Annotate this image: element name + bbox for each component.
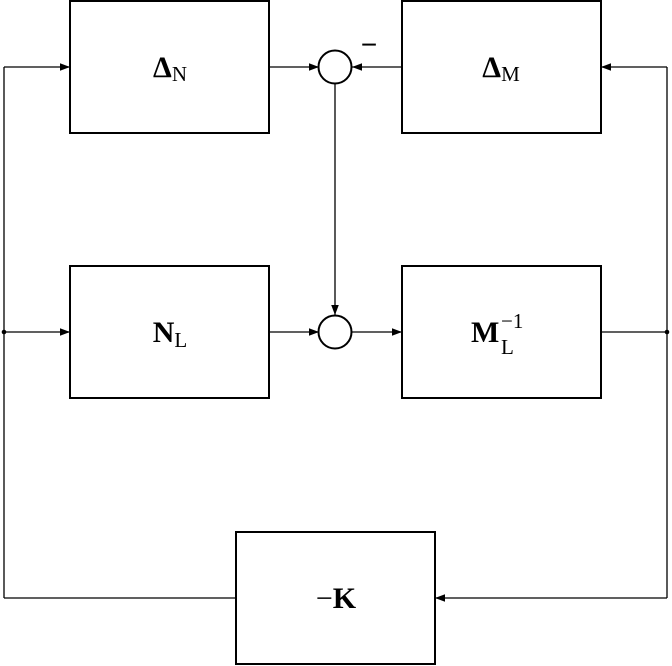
delta-n-subscript: N <box>172 62 187 86</box>
svg-text:ΔN: ΔN <box>153 51 187 87</box>
delta-n-symbol: Δ <box>153 51 172 84</box>
block-n-l: NL <box>69 265 270 399</box>
summing-junction-middle <box>317 314 353 350</box>
delta-m-subscript: M <box>501 62 520 86</box>
neg-k-symbol: K <box>333 582 357 615</box>
block-neg-k: −K <box>235 531 436 665</box>
m-l-inv-subscript: L <box>501 335 514 359</box>
svg-text:−K: −K <box>316 582 357 615</box>
m-l-inv-symbol: M <box>471 316 499 349</box>
branch-point-left <box>1 329 7 335</box>
n-l-subscript: L <box>174 328 187 352</box>
summing-junction-top-minus-sign: − <box>361 29 377 60</box>
neg-k-minus: − <box>316 582 333 615</box>
branch-point-right <box>664 329 670 335</box>
signal-wires <box>3 63 668 602</box>
m-l-inv-superscript: −1 <box>501 309 523 333</box>
svg-text:NL: NL <box>153 316 188 353</box>
block-m-l-inverse: M L −1 <box>401 265 602 399</box>
block-delta-n: ΔN <box>69 0 270 134</box>
svg-text:ΔM: ΔM <box>482 51 520 87</box>
delta-m-symbol: Δ <box>482 51 501 84</box>
n-l-symbol: N <box>153 316 175 349</box>
block-delta-m: ΔM <box>401 0 602 134</box>
summing-junction-top <box>317 49 353 85</box>
